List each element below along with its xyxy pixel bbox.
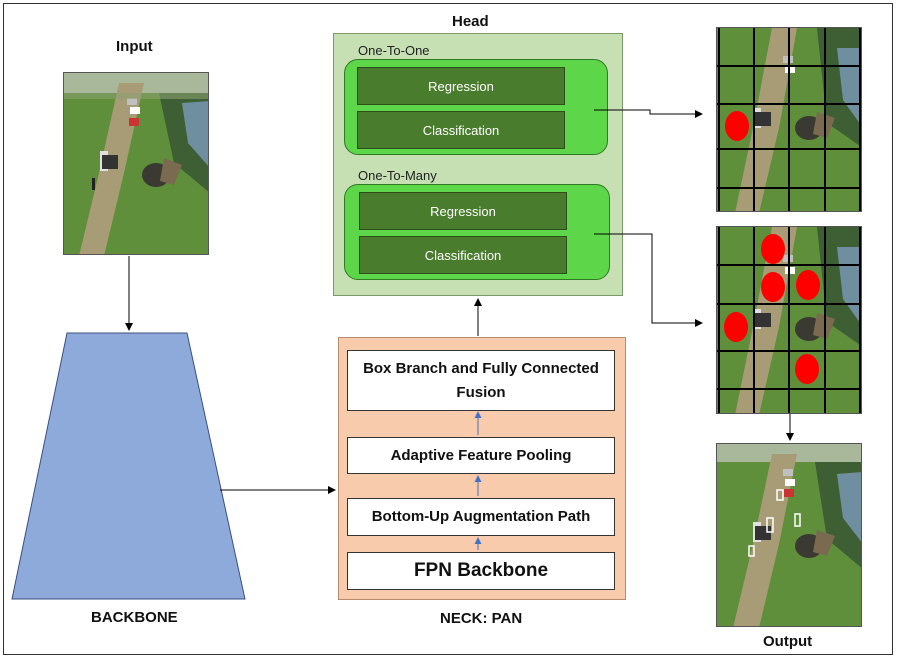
backbone-label: BACKBONE xyxy=(91,609,178,626)
one-to-one-classification: Classification xyxy=(357,111,565,149)
output-label: Output xyxy=(763,633,813,650)
one-to-one-regression: Regression xyxy=(357,67,565,105)
one-to-many-label: One-To-Many xyxy=(358,168,437,183)
head-label: Head xyxy=(452,13,489,30)
box-branch-block: Box Branch and Fully Connected Fusion xyxy=(347,350,615,411)
one-to-one-group: Regression Classification xyxy=(344,59,608,155)
one-to-many-classification: Classification xyxy=(359,236,567,274)
one-to-many-result-image xyxy=(716,226,862,414)
bottom-up-augmentation-block: Bottom-Up Augmentation Path xyxy=(347,498,615,536)
neck-container: Box Branch and Fully Connected Fusion Ad… xyxy=(338,337,626,600)
adaptive-feature-pooling-block: Adaptive Feature Pooling xyxy=(347,437,615,474)
one-to-many-regression: Regression xyxy=(359,192,567,230)
arrow-one-to-many-to-result xyxy=(594,233,703,327)
neck-label: NECK: PAN xyxy=(440,610,523,627)
detection-marker xyxy=(761,234,785,264)
fpn-backbone-block: FPN Backbone xyxy=(347,552,615,590)
detection-marker xyxy=(796,270,820,300)
output-image xyxy=(716,443,862,627)
backbone-trapezoid xyxy=(11,332,246,600)
one-to-one-result-image xyxy=(716,27,862,212)
one-to-one-label: One-To-One xyxy=(358,43,430,58)
detection-marker xyxy=(761,272,785,302)
input-label: Input xyxy=(116,38,153,55)
detection-marker xyxy=(725,111,749,141)
detection-marker xyxy=(795,354,819,384)
detection-marker xyxy=(724,312,748,342)
input-aerial-image xyxy=(63,72,209,255)
one-to-many-group: Regression Classification xyxy=(344,184,610,280)
arrow-one-to-one-to-result xyxy=(594,109,703,118)
diagram-frame xyxy=(3,3,893,655)
head-container: One-To-One Regression Classification One… xyxy=(333,33,623,296)
